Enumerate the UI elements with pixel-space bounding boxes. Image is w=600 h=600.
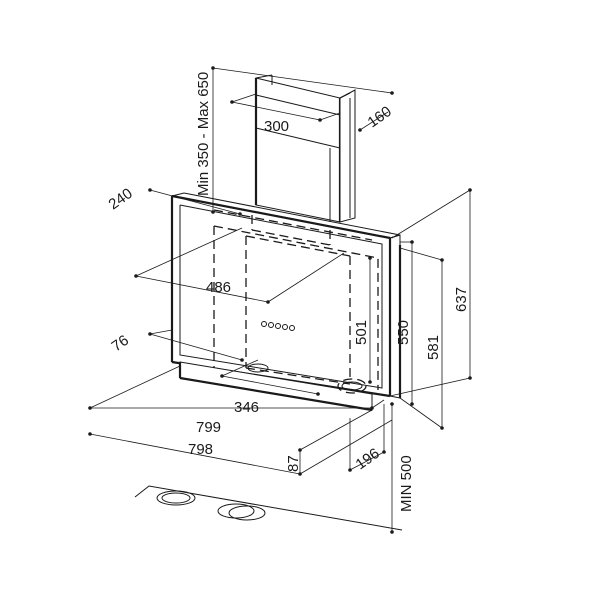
- label-side-height: 581: [425, 335, 442, 360]
- label-side-depth: 196: [353, 445, 383, 473]
- label-height-range: Min 350 - Max 650: [195, 72, 212, 196]
- label-bottom-width: 346: [234, 399, 259, 416]
- chimney: [254, 74, 356, 223]
- label-min-distance: MIN 500: [398, 455, 415, 512]
- cooktop: [134, 485, 403, 531]
- label-chimney-width: 300: [264, 118, 289, 135]
- label-inner-height: 501: [353, 320, 370, 345]
- dimension-lines: [88, 66, 472, 534]
- hidden-contours: [213, 209, 379, 390]
- label-hood-depth-top: 240: [106, 185, 136, 213]
- vent-circles: [247, 363, 367, 394]
- label-chimney-depth: 160: [365, 103, 395, 131]
- label-front-height: 550: [395, 320, 412, 345]
- label-inner-width: 486: [206, 279, 231, 296]
- label-full-width: 798: [188, 441, 213, 458]
- label-base-depth: 87: [285, 455, 302, 472]
- label-bottom-offset: 76: [109, 332, 132, 355]
- label-outer-width: 799: [196, 419, 221, 436]
- label-total-height: 637: [453, 287, 470, 312]
- control-buttons: [261, 321, 295, 331]
